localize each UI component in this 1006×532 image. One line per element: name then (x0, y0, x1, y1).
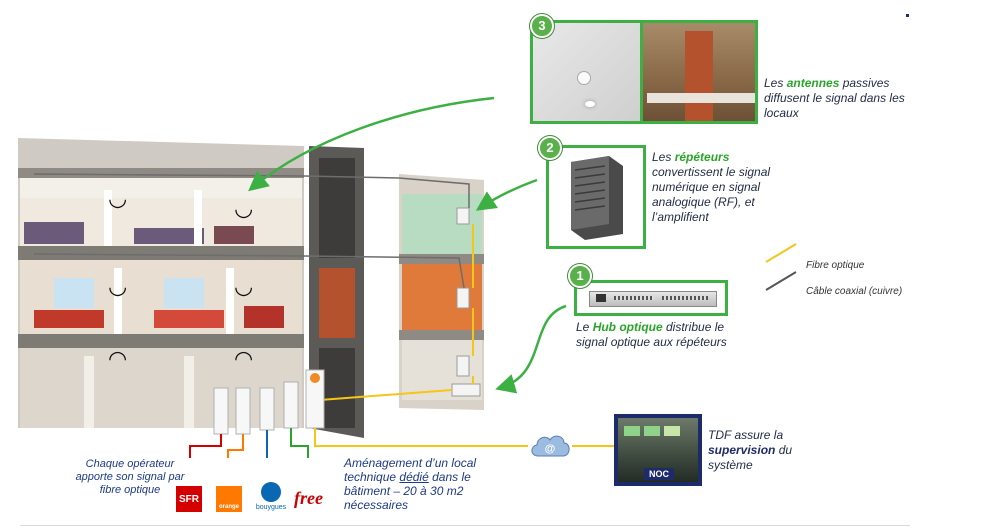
window-strip (647, 93, 755, 103)
step-2-badge: 2 (538, 136, 562, 160)
operators-caption: Chaque opérateur apporte son signal par … (75, 458, 185, 496)
hub-photo (574, 280, 728, 316)
arrow-antennas (248, 96, 495, 192)
bouygues-globe-icon (261, 482, 281, 502)
repeater-device-icon (571, 156, 623, 240)
signal-icon: ◠ (108, 346, 128, 371)
step-1-caption: Le Hub optique distribue le signal optiq… (576, 320, 727, 349)
noc-photo: NOC (614, 414, 702, 486)
bouygues-logo: bouygues (254, 482, 288, 516)
arrow-hub (495, 304, 567, 394)
cloud-at-icon: @ (528, 432, 572, 460)
hub-device-icon (589, 291, 717, 307)
step-2-caption: Les répéteurs convertissent le signal nu… (652, 150, 771, 224)
building-illustration (18, 138, 504, 458)
ceiling-antenna-icon (577, 71, 591, 85)
arrow-repeaters (475, 178, 538, 211)
free-logo: free (294, 488, 323, 508)
legend-fibre-line (765, 243, 797, 263)
sfr-logo: SFR (176, 486, 202, 512)
step-3-badge: 3 (530, 14, 554, 38)
repeater-photo (546, 145, 646, 249)
step-1-badge: 1 (568, 264, 592, 288)
antenna-ceiling-photo (530, 20, 644, 124)
corner-dot (906, 14, 909, 17)
ceiling-light-icon (585, 101, 595, 107)
step-3-caption: Les antennes passives diffusent le signa… (764, 76, 905, 120)
legend-coax-line (765, 271, 797, 291)
footer-divider (20, 525, 910, 526)
antenna-room-photo (640, 20, 758, 124)
local-caption: Aménagement d’un local technique dédié d… (344, 456, 477, 512)
noc-caption: TDF assure la supervision du système (708, 428, 793, 472)
brick-pillar (685, 31, 713, 121)
signal-icon: ◠ (234, 346, 254, 371)
orange-logo: orange (216, 486, 242, 512)
noc-label: NOC (644, 468, 674, 480)
legend-coax-label: Câble coaxial (cuivre) (806, 286, 903, 297)
legend-fibre-label: Fibre optique (806, 260, 865, 271)
svg-text:@: @ (545, 443, 556, 455)
